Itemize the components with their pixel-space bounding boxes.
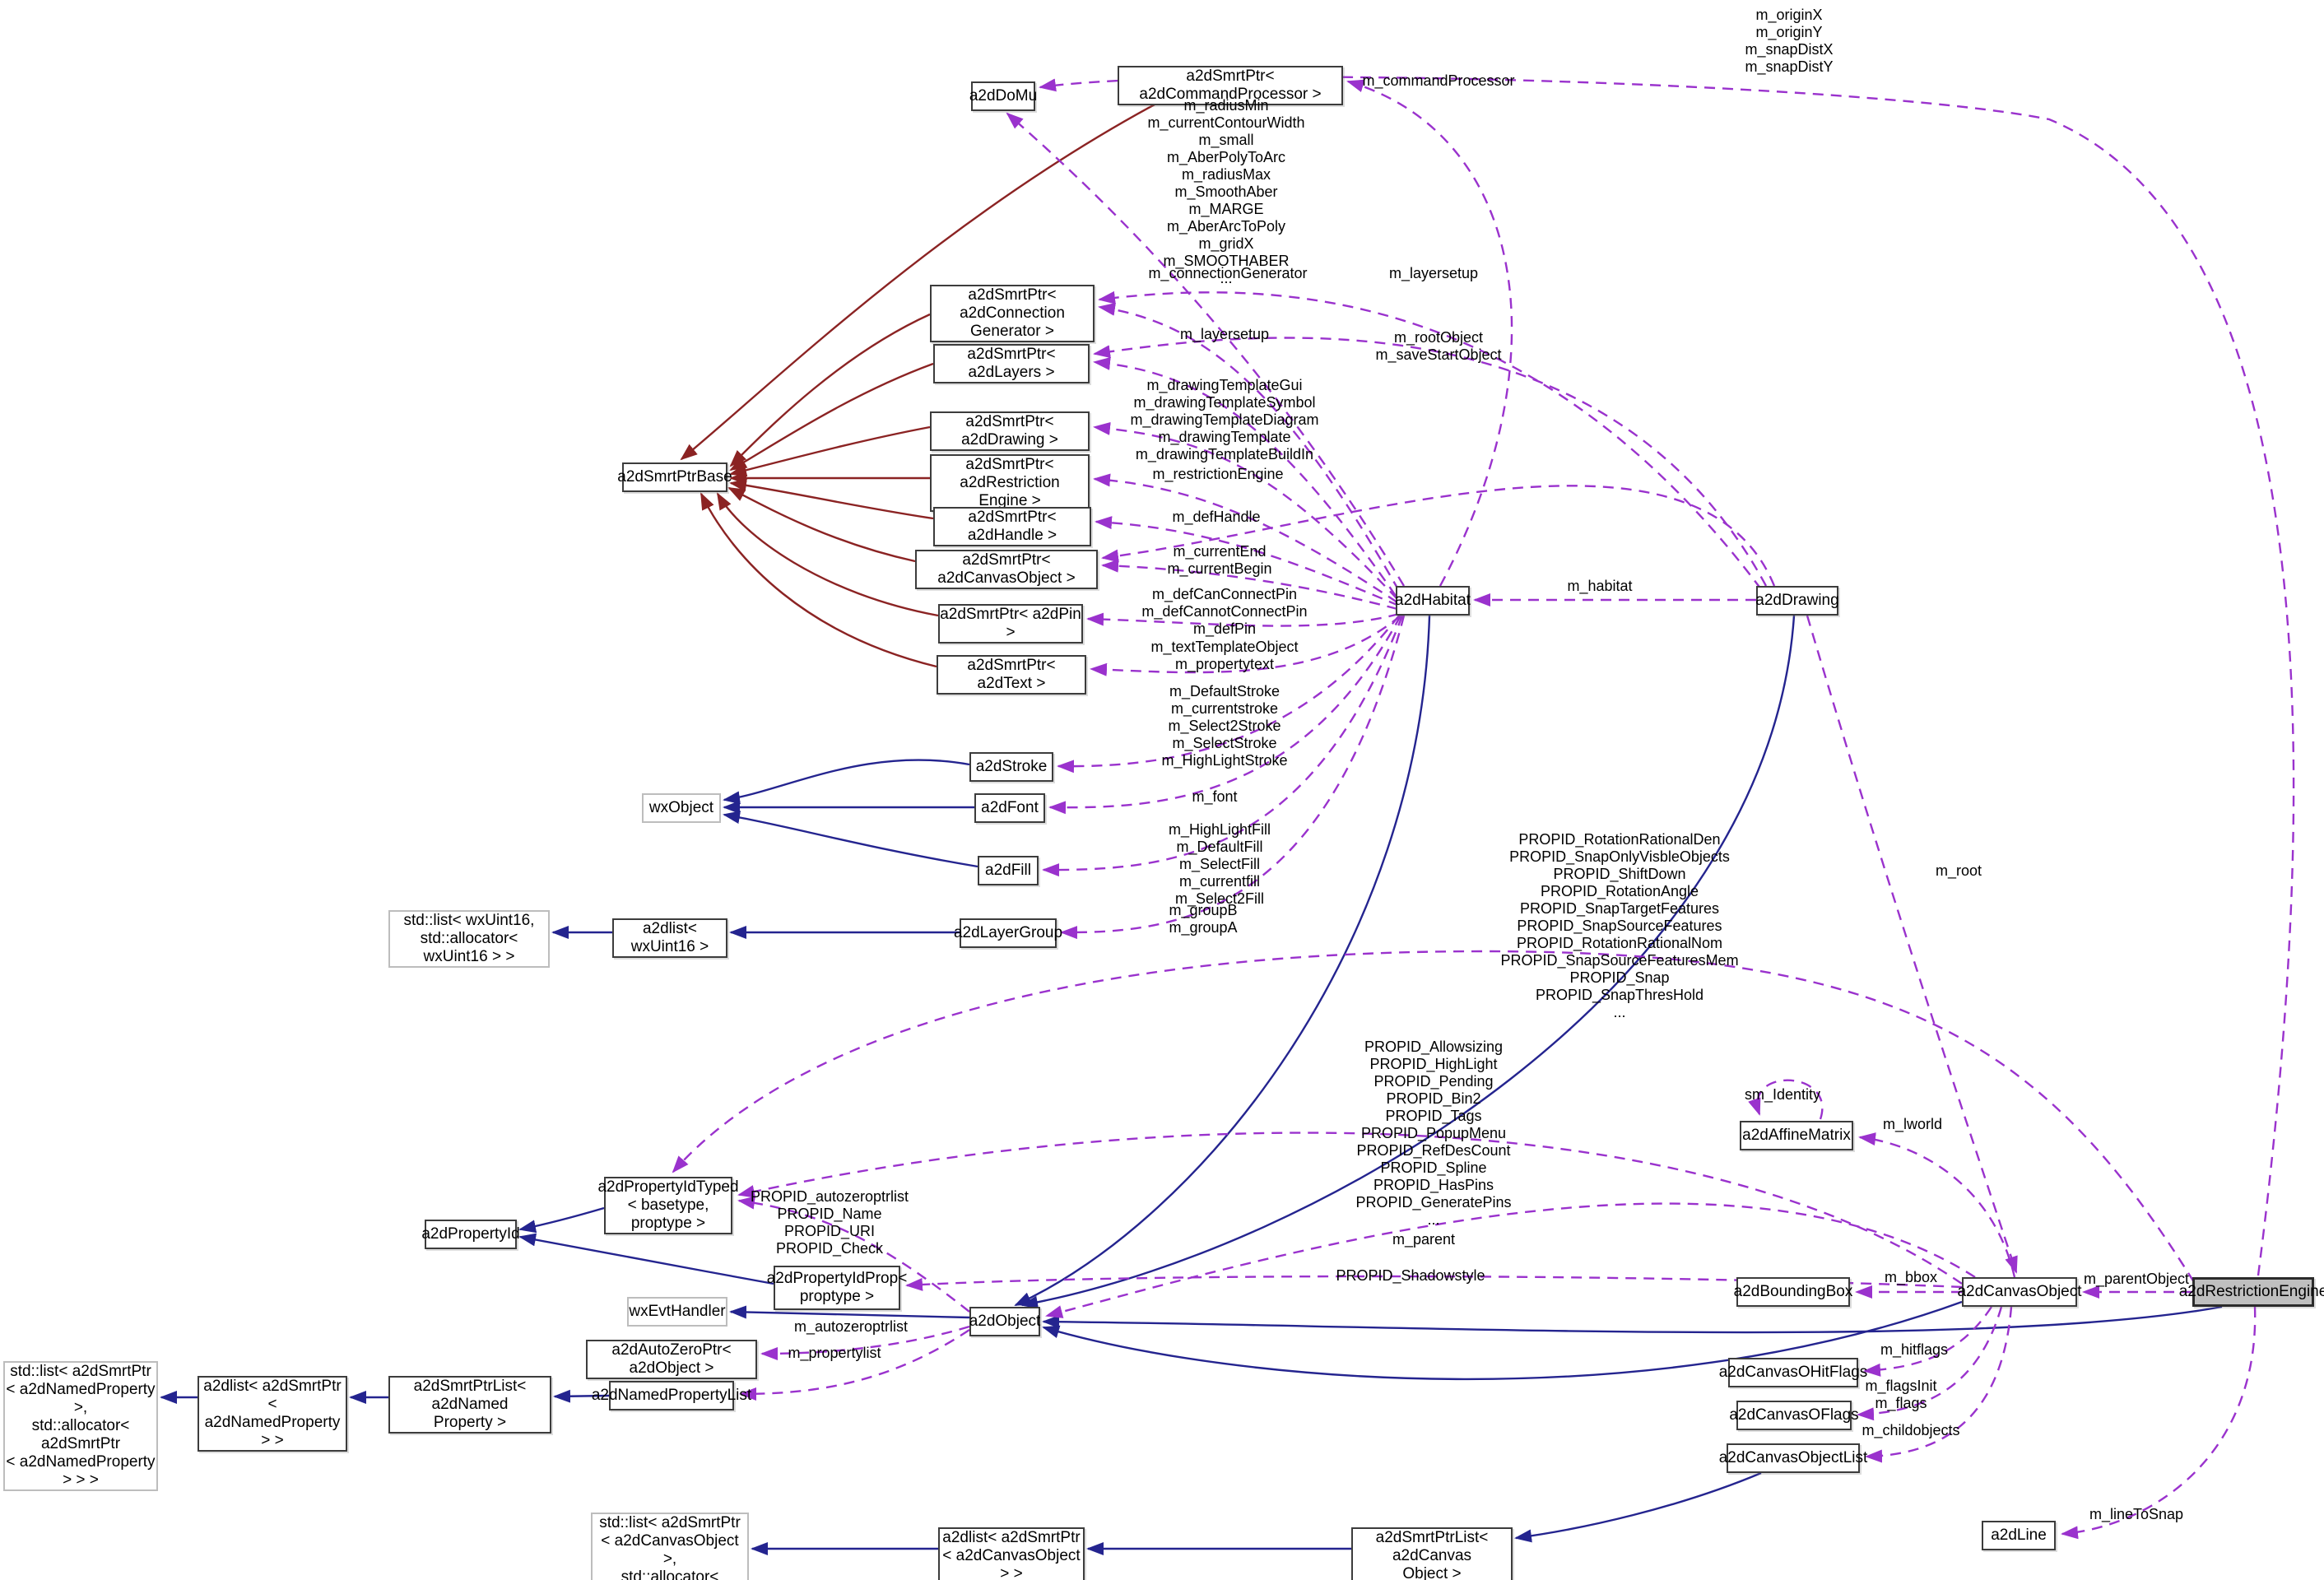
node-restriction[interactable]: a2dRestrictionEngine — [2179, 1277, 2324, 1307]
node-habitat[interactable]: a2dHabitat — [1395, 586, 1471, 616]
edge-inh-canvasobj-a2dobject — [1042, 1300, 1963, 1381]
edge-use-a2dobject-namedproplist — [739, 1329, 970, 1401]
edge-use-habitat-domu-radius — [1006, 112, 1406, 587]
edge-inh-a2dobject-wxevthandler — [729, 1305, 970, 1319]
edge-use-habitat-restrictionptr — [1093, 473, 1398, 604]
node-propidtyped[interactable]: a2dPropertyIdTyped < basetype, proptype … — [597, 1177, 739, 1234]
node-stdlist_np[interactable]: std::list< a2dSmrtPtr < a2dNamedProperty… — [3, 1361, 158, 1491]
edge-use-habitat-cmdproc — [1346, 79, 1513, 587]
edge-use-habitat-pinptr — [1086, 612, 1400, 627]
edge-use-restriction-domu-origin — [1039, 76, 2295, 1276]
edge-tpl-conngen-smrtptrbase — [729, 313, 931, 467]
edge-tpl-handleptr-smrtptrbase — [729, 478, 934, 520]
node-bbox[interactable]: a2dBoundingBox — [1734, 1277, 1852, 1307]
node-ptrlist_co[interactable]: a2dSmrtPtrList< a2dCanvas Object > — [1351, 1527, 1513, 1580]
node-stroke[interactable]: a2dStroke — [969, 752, 1053, 782]
edge-use-habitat-stroke — [1057, 615, 1400, 774]
edge-inh-objlist-ptrlistco — [1514, 1471, 1762, 1543]
edge-use-habitat-layergroup — [1060, 615, 1406, 940]
node-font[interactable]: a2dFont — [974, 793, 1045, 823]
edge-use-a2dobject-autozero — [760, 1325, 970, 1360]
node-pinptr[interactable]: a2dSmrtPtr< a2dPin > — [938, 604, 1083, 644]
node-autozero[interactable]: a2dAutoZeroPtr< a2dObject > — [586, 1340, 757, 1379]
node-affine[interactable]: a2dAffineMatrix — [1740, 1121, 1853, 1150]
edge-use-canvasobj-a2dobject-parent — [1045, 1202, 1976, 1318]
node-canvasobj[interactable]: a2dCanvasObject — [1957, 1277, 2082, 1307]
edge-inh-fill-wxobject — [723, 811, 978, 868]
edge-use-canvasobj-oflags — [1857, 1306, 2003, 1421]
edge-use-drawing-conngen — [1098, 290, 1762, 590]
node-restrictionptr[interactable]: a2dSmrtPtr< a2dRestriction Engine > — [930, 454, 1090, 512]
edge-tpl-pinptr-smrtptrbase — [716, 492, 939, 617]
edge-inh-habitat-a2dobject — [1014, 615, 1431, 1307]
node-textptr[interactable]: a2dSmrtPtr< a2dText > — [937, 655, 1086, 695]
edge-tpl-textptr-smrtptrbase — [700, 492, 937, 668]
edge-tpl-canvasobjptr-smrtptrbase — [727, 486, 916, 563]
node-line[interactable]: a2dLine — [1982, 1521, 2056, 1550]
node-stdlist_co[interactable]: std::list< a2dSmrtPtr < a2dCanvasObject … — [591, 1513, 749, 1580]
edge-inh-restriction-a2dobject — [1042, 1305, 2223, 1334]
node-hitflags[interactable]: a2dCanvasOHitFlags — [1719, 1358, 1867, 1387]
edge-use-drawing-layers — [1093, 337, 1768, 587]
node-a2dobject[interactable]: a2dObject — [969, 1307, 1040, 1336]
node-layergroup[interactable]: a2dLayerGroup — [954, 918, 1062, 948]
edge-inh-propidtyped-propertyid — [518, 1206, 605, 1234]
edge-tpl-cmdproc-smrtptrbase — [680, 95, 1169, 461]
edge-use-habitat-textptr — [1090, 615, 1401, 676]
node-wxobject[interactable]: wxObject — [642, 793, 721, 823]
edge-use-habitat-layers — [1093, 356, 1397, 597]
node-stdlist_wx[interactable]: std::list< wxUint16, std::allocator< wxU… — [388, 910, 550, 968]
edge-use-drawing-canvasobj-root — [1806, 615, 2018, 1274]
node-list_co[interactable]: a2dlist< a2dSmrtPtr < a2dCanvasObject > … — [938, 1527, 1085, 1580]
node-cmdproc[interactable]: a2dSmrtPtr< a2dCommandProcessor > — [1118, 66, 1343, 105]
edge-use-restriction-line — [2061, 1306, 2257, 1540]
node-layers[interactable]: a2dSmrtPtr< a2dLayers > — [933, 344, 1090, 383]
edge-tpl-drawingptr-smrtptrbase — [729, 425, 931, 477]
node-smrtbase[interactable]: a2dSmrtPtrBase — [617, 462, 732, 492]
edge-inh-propidprop-propertyid — [518, 1233, 774, 1285]
node-oflags[interactable]: a2dCanvasOFlags — [1729, 1401, 1859, 1430]
edge-use-habitat-conngen — [1098, 302, 1401, 592]
node-list_np[interactable]: a2dlist< a2dSmrtPtr < a2dNamedProperty >… — [198, 1376, 347, 1452]
node-drawingptr[interactable]: a2dSmrtPtr< a2dDrawing > — [930, 411, 1090, 451]
edge-use-restriction-propidtyped-rot — [672, 950, 2196, 1283]
node-drawing[interactable]: a2dDrawing — [1755, 586, 1839, 616]
edge-use-habitat-fill — [1042, 615, 1404, 877]
edge-use-habitat-canvasobjptr — [1101, 559, 1398, 611]
edge-use-affine-self-identity — [1748, 1079, 1824, 1120]
edge-inh-drawing-a2dobject — [1020, 615, 1796, 1309]
node-wxevthandler[interactable]: wxEvtHandler — [627, 1297, 727, 1327]
node-list_wx[interactable]: a2dlist< wxUint16 > — [612, 918, 727, 958]
node-propidprop[interactable]: a2dPropertyIdProp< proptype > — [767, 1266, 907, 1310]
edge-use-canvasobj-propidtyped-allow — [737, 1132, 1963, 1285]
node-namedproplist[interactable]: a2dNamedPropertyList — [592, 1381, 751, 1410]
node-propertyid[interactable]: a2dPropertyId — [421, 1220, 520, 1249]
edge-use-drawing-canvasobjptr — [1101, 485, 1776, 587]
edge-tpl-layers-smrtptrbase — [729, 362, 934, 472]
node-ptrlist_np[interactable]: a2dSmrtPtrList< a2dNamed Property > — [388, 1376, 551, 1434]
edge-use-habitat-drawingptr — [1093, 421, 1398, 600]
edge-use-a2dobject-propidtyped — [737, 1196, 970, 1313]
edge-use-habitat-handleptr — [1095, 516, 1400, 607]
node-fill[interactable]: a2dFill — [978, 856, 1039, 885]
node-canvasobjptr[interactable]: a2dSmrtPtr< a2dCanvasObject > — [915, 550, 1098, 589]
edge-use-canvasobj-hitflags — [1863, 1306, 1993, 1377]
node-domu[interactable]: a2dDoMu — [969, 81, 1037, 111]
node-handleptr[interactable]: a2dSmrtPtr< a2dHandle > — [933, 507, 1091, 546]
edge-use-canvasobj-objlist — [1865, 1306, 2013, 1463]
node-conngen[interactable]: a2dSmrtPtr< a2dConnection Generator > — [930, 285, 1095, 342]
edge-inh-stroke-wxobject — [723, 759, 970, 805]
node-objlist[interactable]: a2dCanvasObjectList — [1719, 1443, 1867, 1473]
edge-use-habitat-font — [1048, 615, 1402, 815]
